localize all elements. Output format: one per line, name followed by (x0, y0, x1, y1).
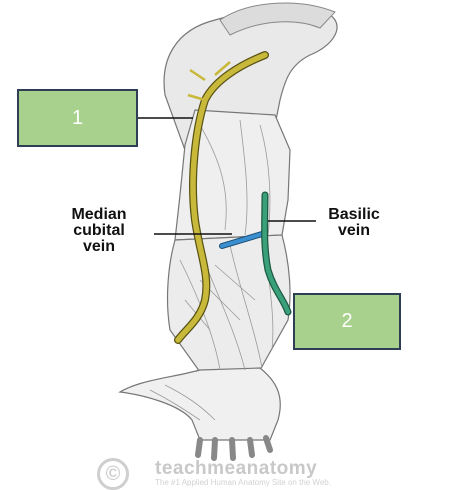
watermark-tagline: The #1 Applied Human Anatomy Site on the… (155, 478, 331, 487)
median-label-line: cubital (46, 223, 152, 239)
copyright-icon: © (97, 458, 129, 490)
basilic-label-line: vein (314, 223, 394, 239)
hand (120, 368, 280, 440)
fingers (198, 438, 270, 458)
median-label-line: vein (46, 239, 152, 255)
basilic-label-line: Basilic (314, 207, 394, 223)
median-cubital-vein-label: Median cubital vein (46, 207, 152, 255)
label-box-1: 1 (17, 89, 138, 147)
watermark-brand: teachmeanatomy (155, 458, 317, 480)
basilic-vein-label: Basilic vein (314, 207, 394, 239)
label-box-2: 2 (293, 293, 401, 350)
median-label-line: Median (46, 207, 152, 223)
